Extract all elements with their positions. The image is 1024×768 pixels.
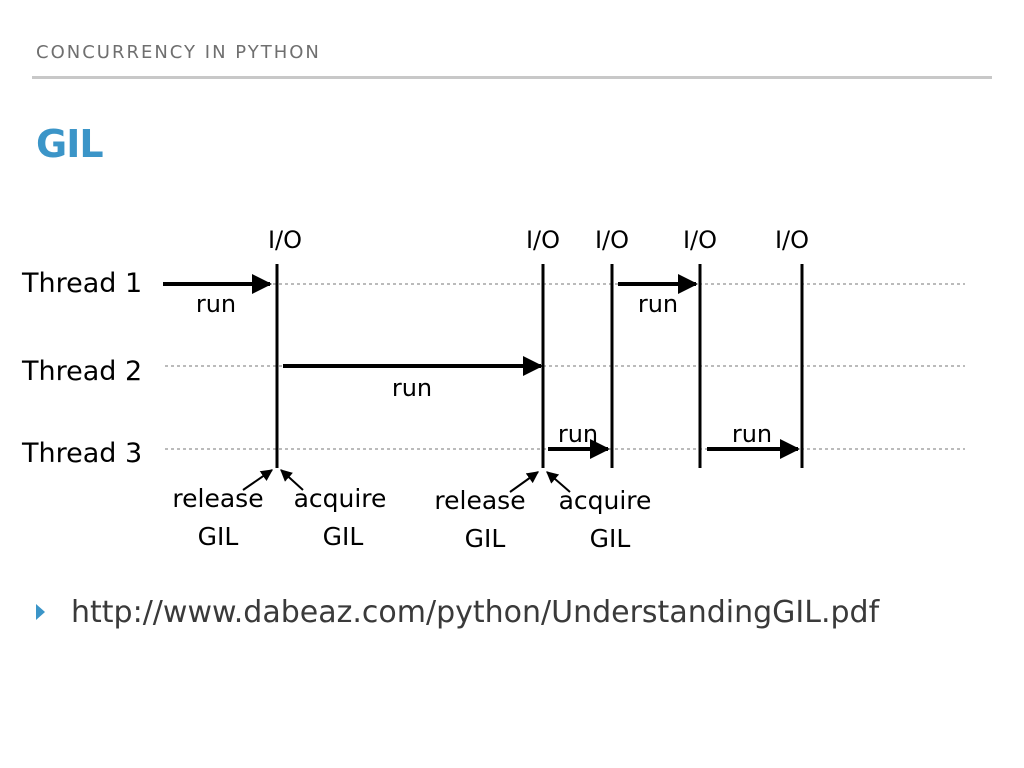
io-label: I/O — [683, 226, 717, 254]
acquire-label: acquire — [294, 484, 387, 513]
release-pointer — [242, 469, 273, 491]
slide-title: GIL — [36, 122, 104, 166]
reference-bullet: http://www.dabeaz.com/python/Understandi… — [36, 588, 879, 636]
release-label: release — [172, 484, 263, 513]
acquire-pointer — [546, 471, 571, 493]
io-label: I/O — [595, 226, 629, 254]
thread-3-label: Thread 3 — [21, 438, 142, 469]
run-label: run — [392, 374, 432, 402]
run-label: run — [558, 420, 598, 448]
io-label: I/O — [775, 226, 809, 254]
thread-2-label: Thread 2 — [21, 356, 142, 387]
gil-diagram: I/O I/O I/O I/O I/O Thread 1 Thread 2 Th… — [21, 226, 965, 553]
reference-link[interactable]: http://www.dabeaz.com/python/Understandi… — [71, 594, 880, 630]
section-header: CONCURRENCY IN PYTHON — [36, 42, 321, 63]
io-label: I/O — [268, 226, 302, 254]
thread-1-label: Thread 1 — [21, 268, 142, 299]
gil-label: GIL — [323, 522, 364, 551]
io-label: I/O — [526, 226, 560, 254]
gil-label: GIL — [465, 524, 506, 553]
header-divider — [32, 76, 992, 79]
gil-label: GIL — [590, 524, 631, 553]
acquire-pointer — [280, 469, 304, 491]
release-label: release — [434, 486, 525, 515]
run-label: run — [638, 290, 678, 318]
run-label: run — [732, 420, 772, 448]
bullet-triangle-icon — [36, 604, 45, 620]
acquire-label: acquire — [559, 486, 652, 515]
gil-label: GIL — [198, 522, 239, 551]
run-label: run — [196, 290, 236, 318]
release-pointer — [509, 471, 539, 493]
